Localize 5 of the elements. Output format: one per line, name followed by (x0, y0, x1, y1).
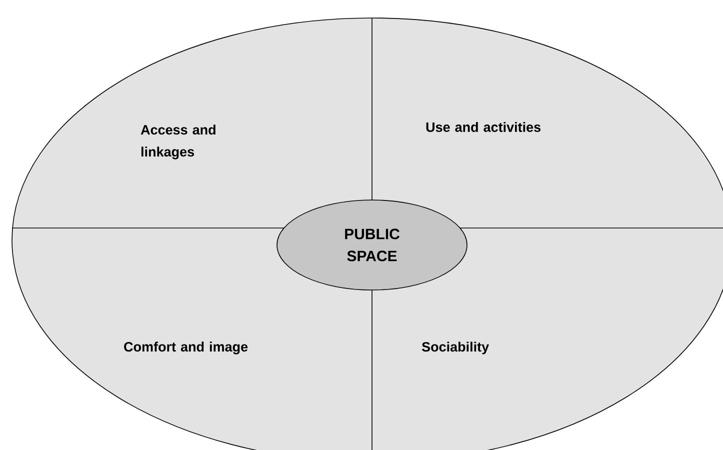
center-label: PUBLIC SPACE (345, 228, 400, 262)
quadrant-label: Comfort and image (124, 342, 248, 354)
quadrant-label: Sociability (422, 342, 489, 354)
quadrant-label: Use and activities (426, 122, 541, 132)
quadrant-label: Access and linkages (140, 124, 216, 160)
